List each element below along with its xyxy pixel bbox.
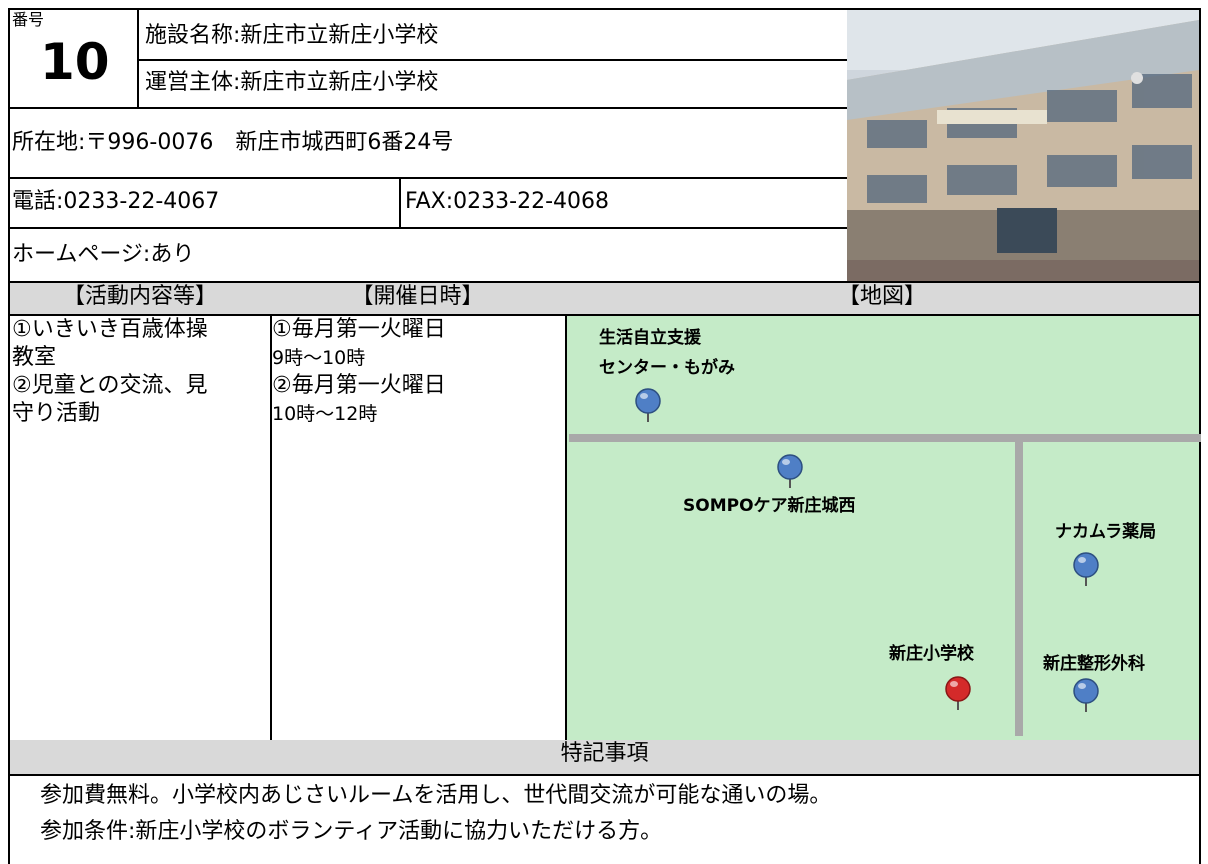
schedule-header: 【開催日時】 [270, 281, 567, 316]
notes-line: 参加条件:新庄小学校のボランティア活動に協力いただける方。 [40, 819, 663, 844]
number-value: 10 [40, 33, 110, 91]
school-building-photo [847, 8, 1201, 283]
schedule-line: 9時～10時 [272, 347, 366, 369]
activities-header: 【活動内容等】 [8, 281, 272, 316]
schedule-line: ①毎月第一火曜日 [272, 317, 446, 342]
road-vertical [1015, 442, 1023, 736]
road-horizontal [569, 434, 1201, 442]
map-header-label: 【地図】 [837, 284, 926, 309]
operator-cell: 運営主体:新庄市立新庄小学校 [137, 59, 849, 109]
activity-line: ①いきいき百歳体操 [12, 317, 208, 342]
facility-name-cell: 施設名称:新庄市立新庄小学校 [137, 8, 849, 61]
activity-line: 教室 [12, 345, 57, 370]
landmark-label: 新庄整形外科 [1043, 654, 1145, 674]
facility-name: 施設名称:新庄市立新庄小学校 [145, 23, 439, 48]
map-pin-icon [945, 676, 971, 710]
activity-line: ②児童との交流、見 [12, 373, 208, 398]
phone-cell: 電話:0233-22-4067 [8, 177, 401, 229]
number-box: 番号 10 [8, 8, 139, 109]
map-pin-icon [1073, 552, 1099, 586]
landmark-label: センター・もがみ [599, 358, 735, 378]
homepage-cell: ホームページ:あり [8, 227, 849, 283]
address: 所在地:〒996-0076 新庄市城西町6番24号 [12, 130, 454, 155]
landmark-label: 生活自立支援 [599, 328, 701, 348]
notes-header-label: 特記事項 [560, 741, 649, 766]
schedule-line: 10時～12時 [272, 403, 378, 425]
landmark-label: SOMPOケア新庄城西 [683, 496, 856, 516]
notes-line: 参加費無料。小学校内あじさいルームを活用し、世代間交流が可能な通いの場。 [40, 783, 832, 808]
school-building-icon [847, 10, 1199, 283]
activities-cell: ①いきいき百歳体操 教室 ②児童との交流、見 守り活動 [8, 314, 272, 742]
fax-cell: FAX:0233-22-4068 [399, 177, 849, 229]
landmark-label: ナカムラ薬局 [1055, 522, 1157, 542]
landmark-label: 新庄小学校 [889, 644, 974, 664]
fax: FAX:0233-22-4068 [405, 189, 610, 214]
phone: 電話:0233-22-4067 [12, 189, 220, 214]
schedule-header-label: 【開催日時】 [351, 284, 484, 309]
map-pin-icon [777, 454, 803, 488]
operator: 運営主体:新庄市立新庄小学校 [145, 70, 439, 95]
notes-header: 特記事項 [8, 740, 1201, 776]
notes-cell: 参加費無料。小学校内あじさいルームを活用し、世代間交流が可能な通いの場。 参加条… [8, 774, 1201, 864]
number-label: 番号 [12, 10, 45, 29]
homepage: ホームページ:あり [12, 242, 195, 267]
map-area: 生活自立支援 センター・もがみ SOMPOケア新庄城西 ナカムラ薬局 新庄小学校… [567, 316, 1201, 742]
map-pin-icon [1073, 678, 1099, 712]
map-header: 【地図】 [565, 281, 1201, 316]
address-cell: 所在地:〒996-0076 新庄市城西町6番24号 [8, 107, 849, 179]
schedule-line: ②毎月第一火曜日 [272, 373, 446, 398]
activity-line: 守り活動 [12, 401, 101, 426]
activities-header-label: 【活動内容等】 [62, 284, 217, 309]
schedule-cell: ①毎月第一火曜日 9時～10時 ②毎月第一火曜日 10時～12時 [270, 314, 567, 742]
map-pin-icon [635, 388, 661, 422]
